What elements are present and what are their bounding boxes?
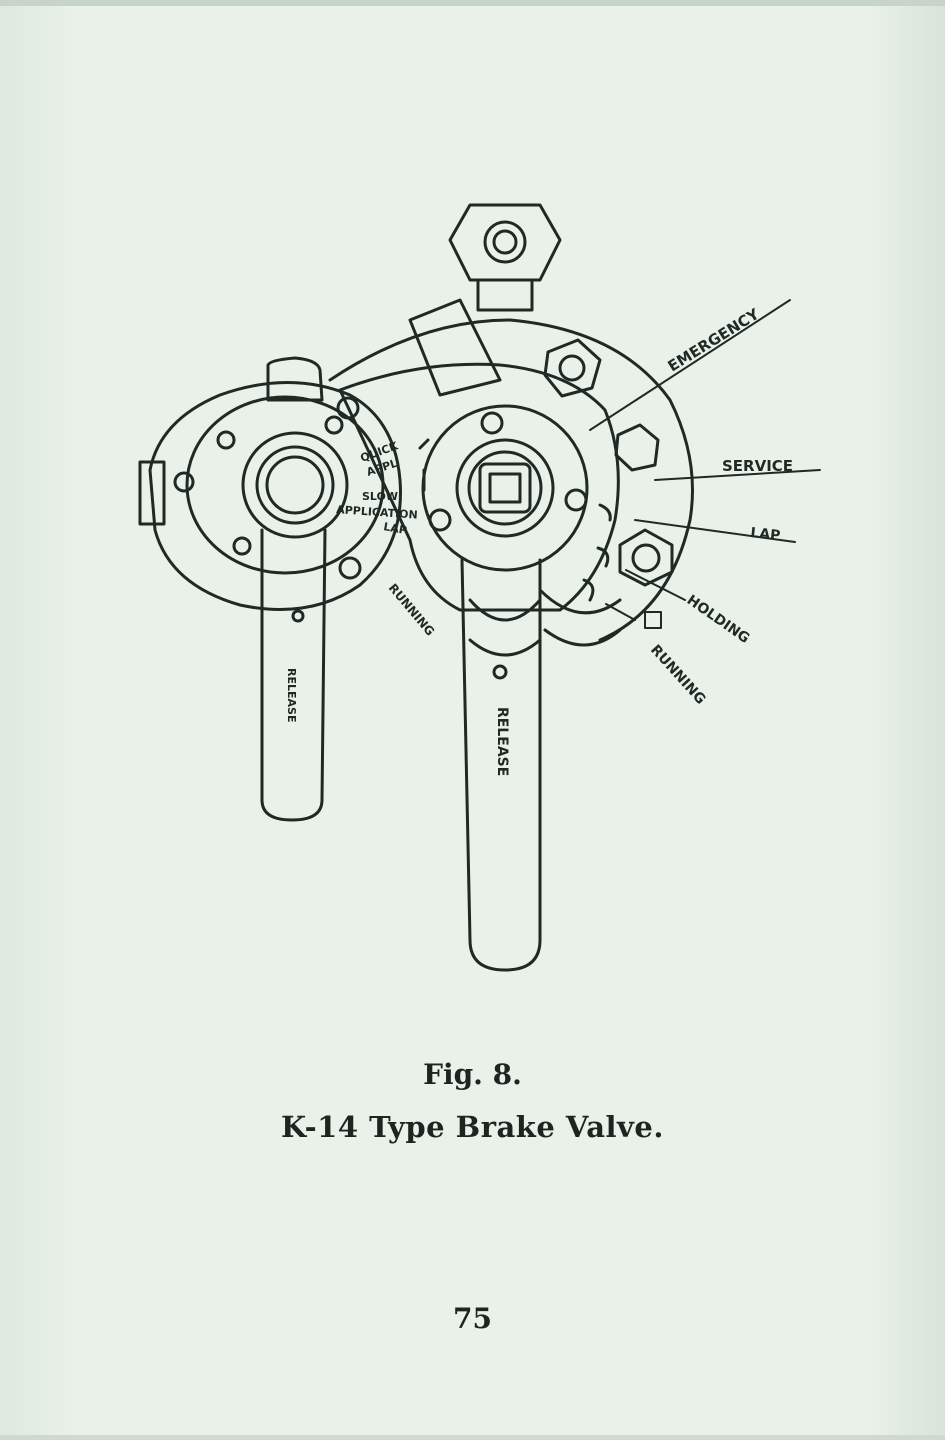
independent-valve-body [148, 381, 402, 611]
scan-edge-top [0, 0, 945, 6]
label-slow: SLOW [362, 490, 398, 503]
label-running-left: RUNNING [386, 581, 438, 639]
figure-number: Fig. 8. [423, 1058, 522, 1091]
scan-edge-bottom [0, 1435, 945, 1440]
label-holding: HOLDING [684, 592, 753, 647]
label-lap: LAP [750, 525, 782, 544]
label-service: SERVICE [722, 457, 793, 475]
label-running-right: RUNNING [647, 642, 708, 708]
figure-title: K-14 Type Brake Valve. [281, 1110, 664, 1144]
automatic-cover-plate [338, 362, 620, 612]
brake-valve-drawing [138, 203, 821, 972]
top-hex-fitting [448, 203, 562, 282]
rotary-seat [421, 404, 589, 572]
label-application: APPLICATION [336, 503, 418, 522]
label-emergency: EMERGENCY [665, 304, 764, 375]
label-release-small: RELEASE [285, 668, 298, 722]
independent-handle [266, 356, 324, 402]
brake-valve-illustration: EMERGENCY SERVICE LAP HOLDING RUNNING RU… [138, 203, 821, 972]
label-lap-small: LAP [382, 520, 407, 537]
page-number: 75 [453, 1302, 492, 1335]
figure-labels: EMERGENCY SERVICE LAP HOLDING RUNNING RU… [285, 304, 793, 776]
valve-body-outline [328, 318, 694, 642]
quadrant-notches [582, 503, 612, 602]
automatic-handle [460, 558, 542, 972]
nut-lower [618, 528, 674, 587]
upper-arm [408, 298, 502, 397]
independent-handle-lower [260, 528, 327, 822]
label-release-large: RELEASE [494, 707, 510, 776]
